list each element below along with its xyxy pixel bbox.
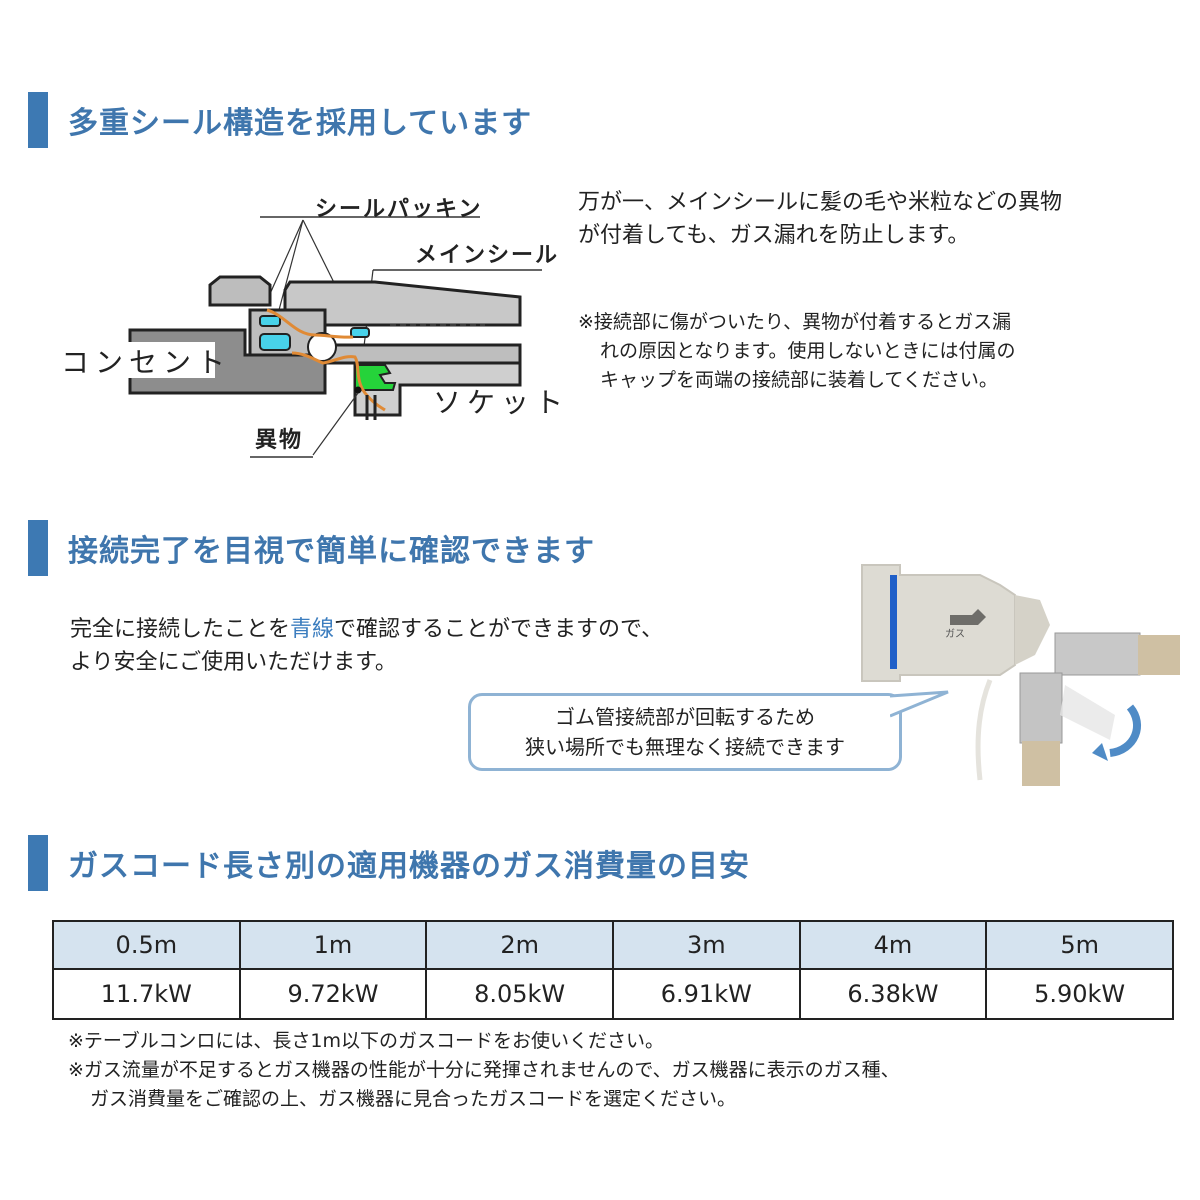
table-row: 11.7kW 9.72kW 8.05kW 6.91kW 6.38kW 5.90k… <box>52 968 1174 1020</box>
value-cell: 11.7kW <box>52 968 241 1020</box>
label-concent: コンセント <box>61 346 232 379</box>
rotation-callout-bubble: ゴム管接続部が回転するため 狭い場所でも無理なく接続できます <box>468 693 902 771</box>
highlight-blue-line: 青線 <box>290 617 335 642</box>
gas-socket-illustration <box>861 564 1180 786</box>
header-cell: 3m <box>611 920 801 970</box>
note-line: キャップを両端の接続部に装着してください。 <box>600 369 998 391</box>
value-cell: 8.05kW <box>425 968 614 1020</box>
gas-socket-product-photo: ガス <box>840 555 1180 790</box>
header-cell: 0.5m <box>52 920 241 970</box>
seal-cross-section-illustration <box>55 216 542 458</box>
value-cell: 5.90kW <box>985 968 1174 1020</box>
heading-accent-bar <box>28 520 48 576</box>
label-main-seal: メインシール <box>415 243 560 268</box>
description-line: 万が一、メインシールに髪の毛や米粒などの異物 <box>578 190 1063 215</box>
header-cell: 4m <box>798 920 988 970</box>
header-cell: 5m <box>985 920 1174 970</box>
section-multi-seal-heading: 多重シール構造を採用しています <box>28 92 532 148</box>
section-gas-consumption-heading: ガスコード長さ別の適用機器のガス消費量の目安 <box>28 835 750 891</box>
text-segment: 完全に接続したことを <box>70 617 291 642</box>
gas-label-text: ガス <box>945 629 965 640</box>
description-line: が付着しても、ガス漏れを防止します。 <box>578 223 970 248</box>
gas-consumption-table: 0.5m 1m 2m 3m 4m 5m 11.7kW 9.72kW 8.05kW… <box>52 920 1174 1020</box>
value-cell: 6.38kW <box>798 968 988 1020</box>
value-cell: 6.91kW <box>611 968 801 1020</box>
callout-line: ゴム管接続部が回転するため <box>555 705 815 729</box>
section-title: ガスコード長さ別の適用機器のガス消費量の目安 <box>68 849 750 884</box>
description-line: 完全に接続したことを青線で確認することができますので、 <box>70 613 663 646</box>
label-socket: ソケット <box>433 386 570 419</box>
seal-description: 万が一、メインシールに髪の毛や米粒などの異物 が付着しても、ガス漏れを防止します… <box>578 186 1062 252</box>
note-line: ※接続部に傷がついたり、異物が付着するとガス漏 <box>578 311 1012 333</box>
section-title: 多重シール構造を採用しています <box>68 106 533 141</box>
note-line: れの原因となります。使用しないときには付属の <box>600 340 1016 362</box>
note-line: ガス消費量をご確認の上、ガス機器に見合ったガスコードを選定ください。 <box>90 1088 737 1110</box>
value-cell: 9.72kW <box>238 968 428 1020</box>
note-line: ※ガス流量が不足するとガス機器の性能が十分に発揮されませんので、ガス機器に表示の… <box>68 1059 900 1081</box>
header-cell: 1m <box>238 920 428 970</box>
table-header-row: 0.5m 1m 2m 3m 4m 5m <box>52 920 1174 970</box>
gas-table-notes: ※テーブルコンロには、長さ1m以下のガスコードをお使いください。 ※ガス流量が不… <box>68 1027 900 1114</box>
seal-caution-note: ※接続部に傷がついたり、異物が付着するとガス漏 れの原因となります。使用しないと… <box>578 308 1016 395</box>
callout-pointer <box>890 690 949 718</box>
text-segment: で確認することができますので、 <box>334 617 664 642</box>
header-cell: 2m <box>425 920 614 970</box>
heading-accent-bar <box>28 835 48 891</box>
section-title: 接続完了を目視で簡単に確認できます <box>68 534 595 569</box>
callout-line: 狭い場所でも無理なく接続できます <box>525 735 845 759</box>
section-visual-check-heading: 接続完了を目視で簡単に確認できます <box>28 520 595 576</box>
note-line: ※テーブルコンロには、長さ1m以下のガスコードをお使いください。 <box>68 1030 664 1052</box>
label-foreign-object: 異物 <box>255 428 304 453</box>
seal-structure-diagram: シールパッキン メインシール コンセント ソケット 異物 <box>55 185 565 460</box>
label-seal-packing: シールパッキン <box>315 197 483 222</box>
heading-accent-bar <box>28 92 48 148</box>
description-line: より安全にご使用いただけます。 <box>70 650 397 675</box>
visual-check-description: 完全に接続したことを青線で確認することができますので、 より安全にご使用いただけ… <box>70 613 663 679</box>
